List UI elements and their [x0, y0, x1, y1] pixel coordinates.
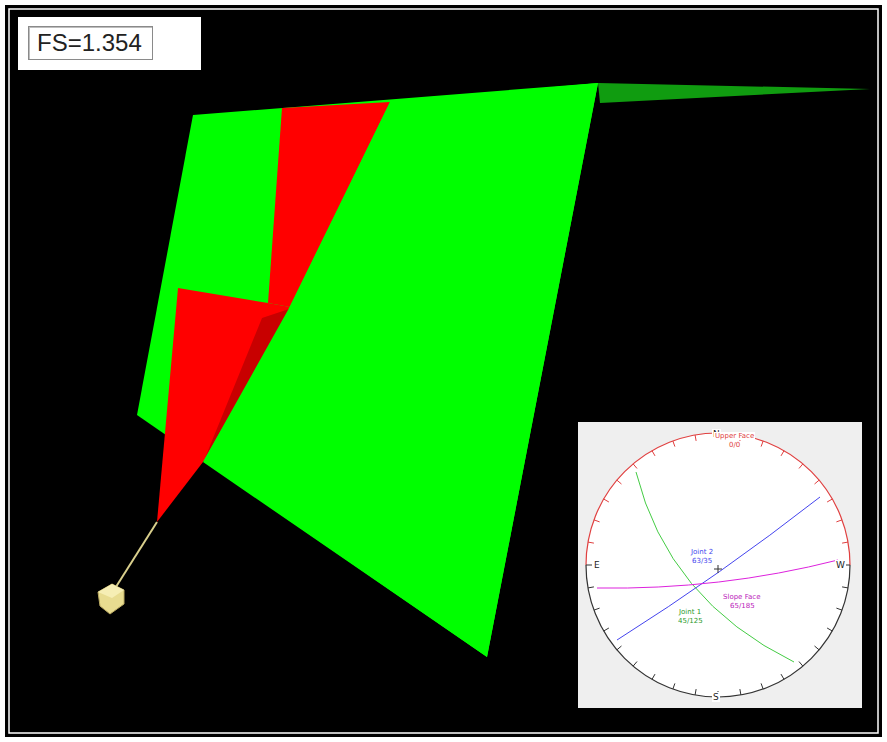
- plane-label: Slope Face: [722, 593, 761, 601]
- view-frame: [9, 9, 878, 733]
- tick-mark: [836, 608, 842, 610]
- tick-mark: [633, 464, 637, 469]
- tick-mark: [799, 662, 803, 667]
- stereonet-ticks: [586, 433, 850, 697]
- tick-mark: [588, 587, 594, 588]
- plane-label: Joint 1: [678, 608, 702, 616]
- tick-mark: [842, 587, 848, 588]
- compass-label: E: [593, 560, 601, 570]
- tick-mark: [604, 499, 609, 502]
- plane-label: Upper Face: [714, 432, 755, 440]
- slope-face-circle: [597, 560, 838, 588]
- tick-mark: [815, 646, 820, 650]
- tick-mark: [594, 608, 600, 610]
- joint-2-circle: [617, 497, 820, 640]
- tick-mark: [842, 542, 848, 543]
- tick-mark: [761, 441, 763, 447]
- tick-mark: [815, 480, 820, 484]
- tick-mark: [781, 674, 784, 679]
- tick-mark: [652, 674, 655, 679]
- tick-mark: [799, 464, 803, 469]
- tick-mark: [827, 499, 832, 502]
- tick-mark: [673, 441, 675, 447]
- stereonet-outline: [586, 565, 850, 697]
- plumb-bob: [98, 584, 124, 614]
- upper-face: [598, 83, 870, 103]
- tick-mark: [781, 451, 784, 456]
- compass-label: S: [712, 692, 720, 702]
- tick-mark: [617, 480, 622, 484]
- plane-orientation: 45/125: [677, 617, 704, 625]
- center-cross: [718, 565, 719, 573]
- plane-orientation: 63/35: [691, 557, 713, 565]
- tick-mark: [604, 628, 609, 631]
- tick-mark: [617, 646, 622, 650]
- tick-mark: [761, 683, 763, 689]
- tick-mark: [695, 689, 696, 695]
- stereonet-panel: [578, 422, 862, 708]
- tick-mark: [586, 565, 592, 566]
- slope-face-front: [203, 83, 598, 657]
- slope-face-back: [137, 83, 598, 657]
- tick-mark: [695, 435, 696, 441]
- stereonet-circle: [586, 433, 850, 697]
- tick-mark: [740, 689, 741, 695]
- tick-mark: [836, 520, 842, 522]
- plumb-bob-top: [98, 584, 124, 598]
- plane-orientation: 65/185: [729, 602, 756, 610]
- plane-orientation: 0/0: [728, 441, 741, 449]
- tick-mark: [673, 683, 675, 689]
- tick-mark: [633, 662, 637, 667]
- compass-label: W: [835, 560, 846, 570]
- tick-mark: [652, 451, 655, 456]
- factor-of-safety-box: FS=1.354: [18, 17, 201, 70]
- tick-mark: [827, 628, 832, 631]
- view-background: [5, 5, 882, 737]
- joint-1-circle: [636, 472, 794, 662]
- plumb-line: [114, 522, 157, 590]
- factor-of-safety-value: FS=1.354: [28, 26, 153, 60]
- tick-mark: [594, 520, 600, 522]
- upper-face-circle: [586, 433, 850, 565]
- tick-mark: [588, 542, 594, 543]
- plane-label: Joint 2: [690, 548, 714, 556]
